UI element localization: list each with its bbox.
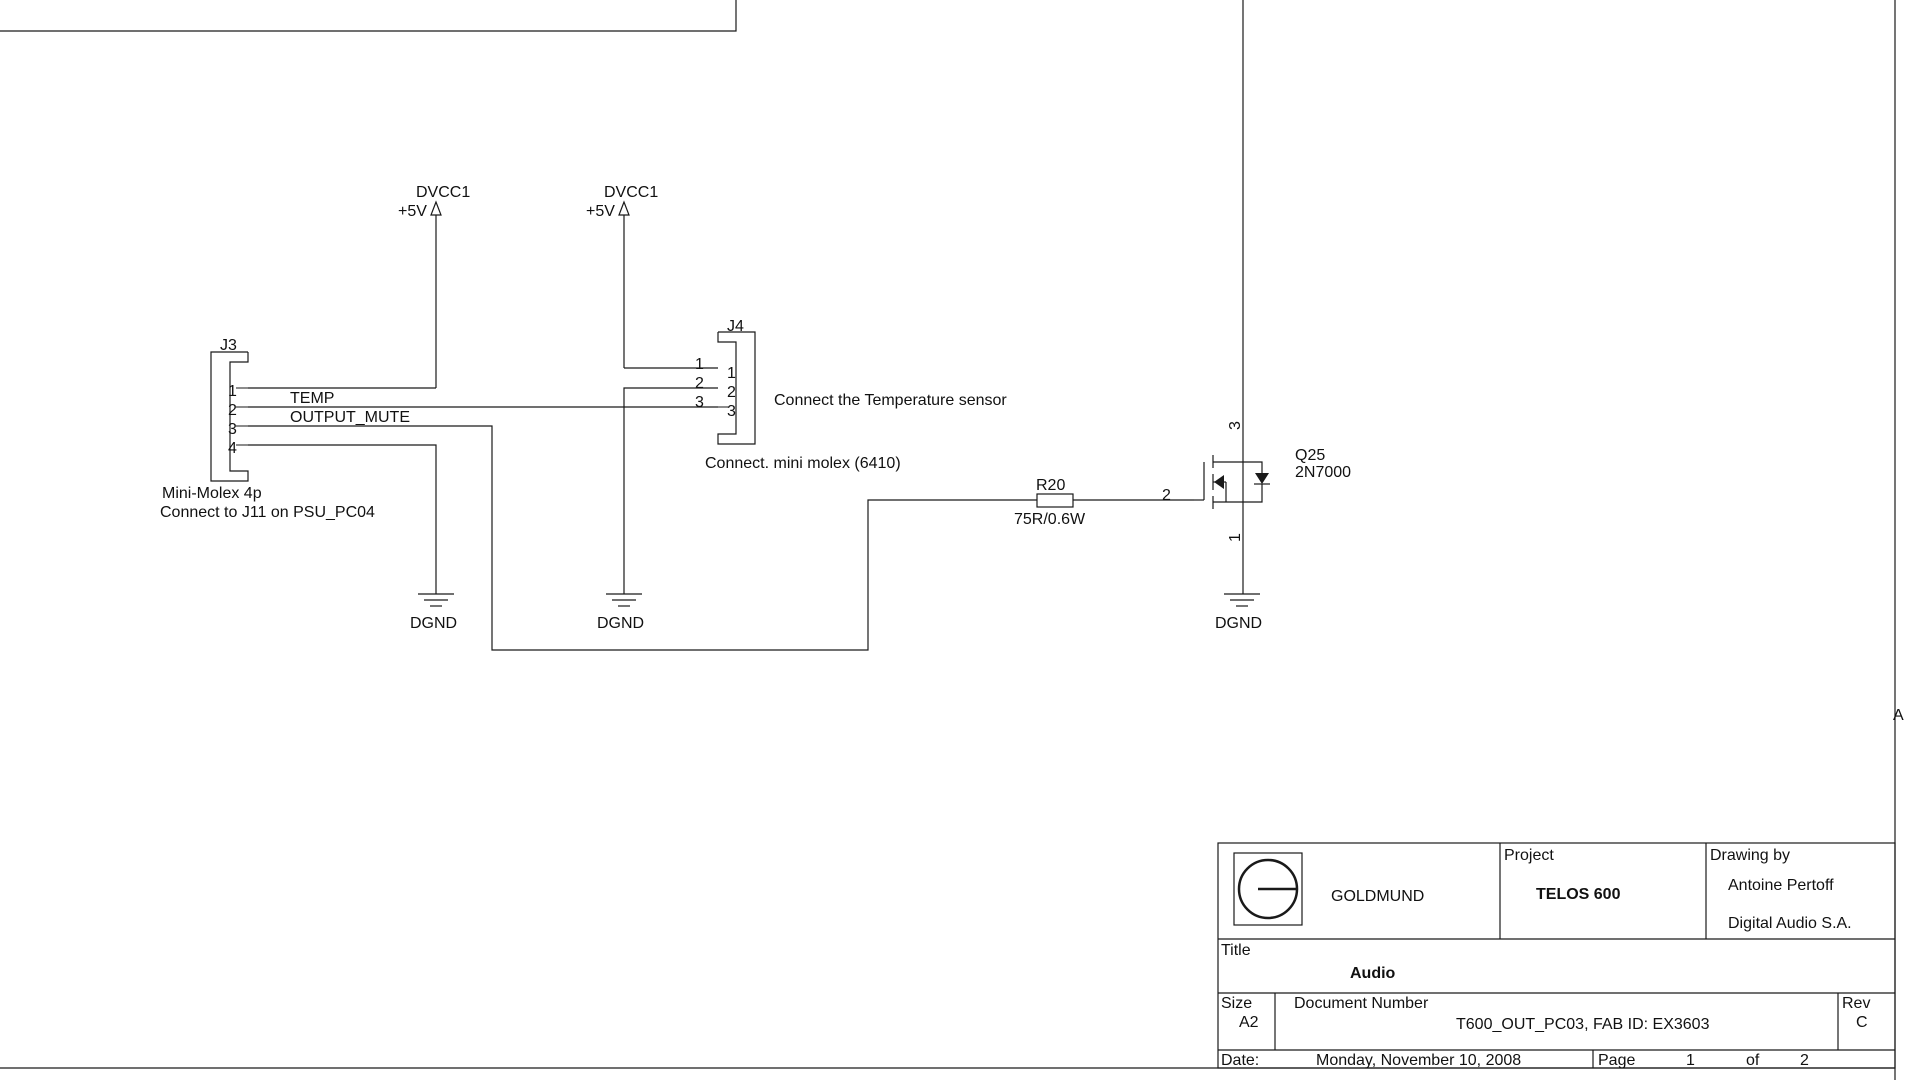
sheet-size: A2 [1239,1014,1259,1031]
net-label-dvcc1: DVCC1 [604,184,658,201]
power-arrow-icon [618,200,630,216]
j3-pin-label: 2 [228,402,237,419]
zone-letter: A [1893,707,1904,724]
power-symbol-dvcc1-right: DVCC1 +5V [586,184,658,368]
title-label: Title [1221,942,1251,959]
rev-label: Rev [1842,995,1870,1012]
mosfet-q25: 2 3 1 Q25 2N7000 [1162,0,1351,594]
q25-ref: Q25 [1295,447,1325,464]
of-label: of [1746,1052,1760,1069]
j4-note: Connect the Temperature sensor [774,392,1007,409]
net-voltage-label: +5V [398,203,427,220]
j3-pin-label: 3 [228,421,237,438]
resistor-r20: R20 75R/0.6W [1014,477,1194,528]
q25-pin-gate: 2 [1162,487,1171,504]
wire-j4-pin2 [623,387,718,594]
net-label-dgnd: DGND [1215,615,1262,632]
q25-value: 2N7000 [1295,464,1351,481]
date-label: Date: [1221,1052,1259,1069]
net-label-output-mute: OUTPUT_MUTE [290,409,410,426]
j3-ref: J3 [220,337,237,354]
j4-pin-label: 2 [727,384,736,401]
j4-pin-number: 3 [695,394,704,411]
sheet-date: Monday, November 10, 2008 [1316,1052,1521,1069]
net-label-dgnd: DGND [410,615,457,632]
net-label-dvcc1: DVCC1 [416,184,470,201]
page-number: 1 [1686,1052,1695,1069]
j3-pin-label: 4 [228,440,237,457]
r20-value: 75R/0.6W [1014,511,1086,528]
connector-j3: J3 1 2 3 4 Mini-Molex 4p Connect to J11 … [160,337,375,521]
company-name: GOLDMUND [1331,888,1424,905]
connector-j4: J4 1 2 3 1 2 3 Connect the Temperature s… [695,318,1007,472]
ground-symbol-1: DGND [410,593,457,632]
q25-pin-source: 1 [1227,533,1244,542]
document-number-label: Document Number [1294,995,1429,1012]
j4-pin-number: 1 [695,356,704,373]
wire-j3-pin4 [248,444,437,594]
j3-note: Connect to J11 on PSU_PC04 [160,504,375,521]
r20-ref: R20 [1036,477,1065,494]
power-symbol-dvcc1-left: DVCC1 +5V [398,184,470,388]
ground-symbol-3: DGND [1215,593,1262,632]
logo-frame [1233,852,1303,926]
sheet-top-box [0,0,737,32]
j3-body [210,351,249,482]
title-block-frame [1217,842,1896,1069]
j3-value: Mini-Molex 4p [162,485,262,502]
project-name: TELOS 600 [1536,886,1621,903]
net-voltage-label: +5V [586,203,615,220]
j4-pin-label: 3 [727,403,736,420]
size-label: Size [1221,995,1252,1012]
j4-pin-label: 1 [727,365,736,382]
q25-pin-drain: 3 [1227,421,1244,430]
j4-ref: J4 [727,318,744,335]
sheet-title: Audio [1350,965,1396,982]
goldmund-logo-icon [1237,858,1299,920]
net-label-dgnd: DGND [597,615,644,632]
diode-icon [1255,473,1269,484]
page-count: 2 [1800,1052,1809,1069]
drawing-by-label: Drawing by [1710,847,1790,864]
project-label: Project [1504,847,1554,864]
power-arrow-icon [430,200,442,216]
resistor-body [1036,493,1074,508]
author-name: Antoine Pertoff [1728,877,1834,894]
j4-body [717,331,756,445]
ground-symbol-2: DGND [597,593,644,632]
j3-pin-label: 1 [228,383,237,400]
net-label-temp: TEMP [290,390,334,407]
j4-pin-number: 2 [695,375,704,392]
page-label: Page [1598,1052,1635,1069]
j4-value: Connect. mini molex (6410) [705,455,901,472]
wire-output-mute [248,425,1037,651]
document-number: T600_OUT_PC03, FAB ID: EX3603 [1456,1016,1710,1033]
author-company: Digital Audio S.A. [1728,915,1852,932]
title-block: GOLDMUND Project TELOS 600 Drawing by An… [1217,842,1896,1069]
revision: C [1856,1014,1868,1031]
mosfet-arrow-icon [1214,475,1224,489]
